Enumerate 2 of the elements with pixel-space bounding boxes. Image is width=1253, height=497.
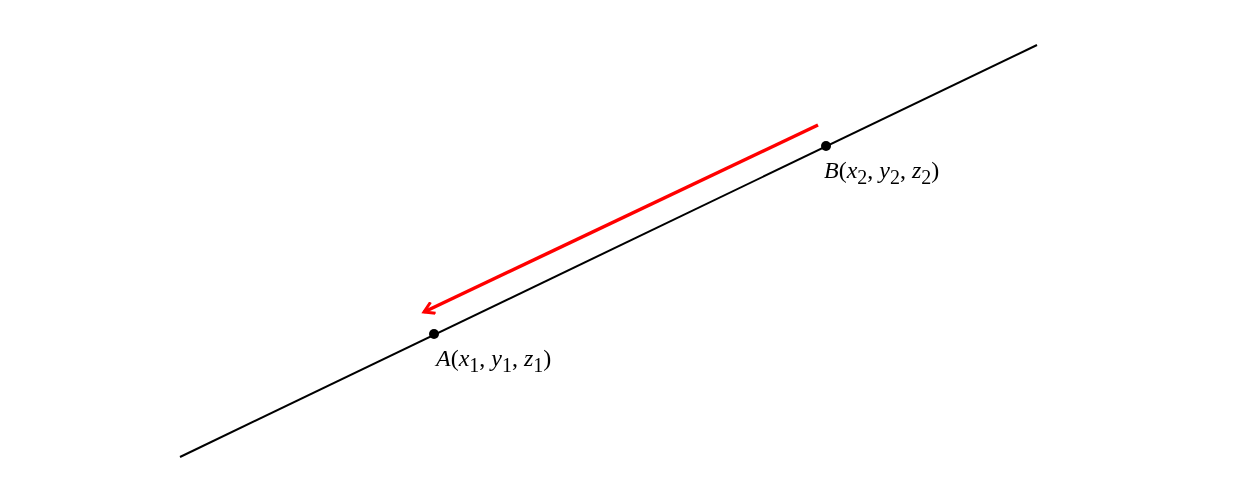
point-label: B(x$_{2}$, y$_{2}$, z$_{2}$): [824, 157, 940, 188]
point-label: A(x$_{1}$, y$_{1}$, z$_{1}$): [436, 345, 552, 376]
